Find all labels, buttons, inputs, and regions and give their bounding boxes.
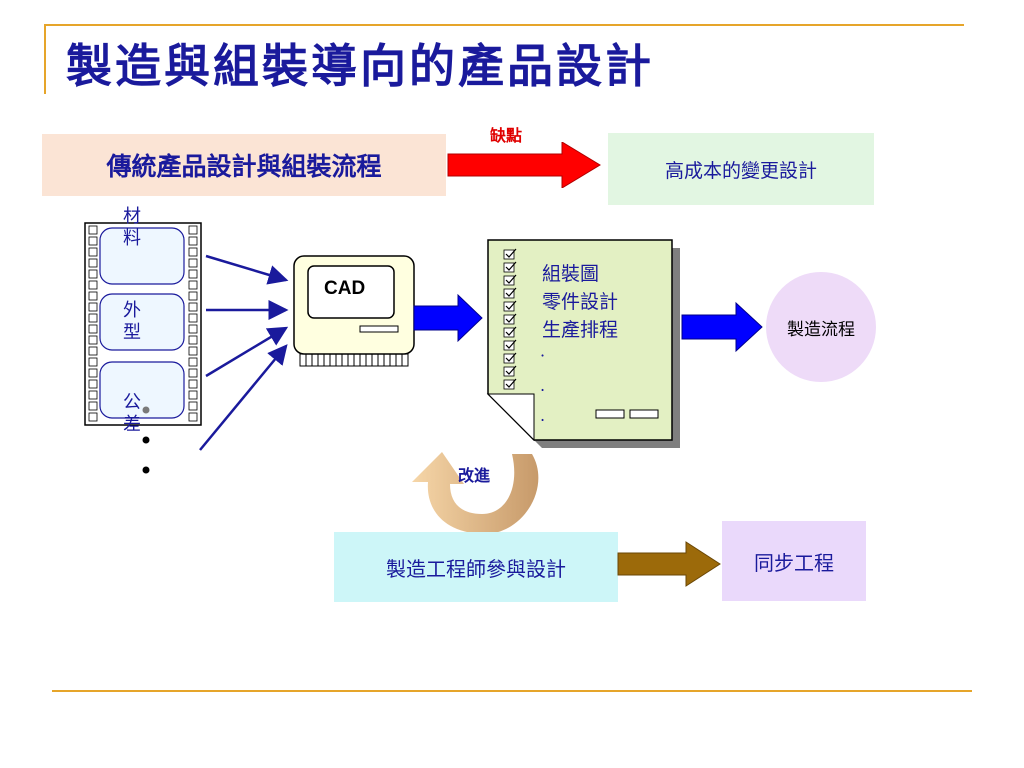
engineer-participation-label: 製造工程師參與設計 — [386, 556, 566, 581]
high-cost-change-label: 高成本的變更設計 — [664, 159, 817, 182]
concurrent-engineering-box: 同步工程 — [722, 521, 866, 601]
improvement-curved-arrow — [412, 452, 539, 535]
blue-arrow-to-document — [413, 293, 483, 343]
engineer-participation-box: 製造工程師參與設計 — [334, 532, 618, 602]
blue-arrow-to-manufacturing — [681, 301, 763, 353]
concurrent-engineering-label: 同步工程 — [754, 550, 834, 575]
cad-label: CAD — [324, 278, 366, 299]
bullet-dots — [142, 406, 150, 474]
document-line-part-design: 零件設計 — [542, 291, 619, 313]
document-line-assembly: 組裝圖 — [542, 263, 600, 285]
film-frame-tolerance: 公 差 — [123, 392, 141, 435]
document-ellipsis: · . . — [540, 346, 546, 425]
improve-label: 改進 — [458, 466, 491, 485]
document-line-schedule: 生產排程 — [542, 319, 619, 341]
film-frame-shape: 外 型 — [123, 300, 141, 343]
cad-computer-icon — [293, 255, 415, 367]
document-lines: 組裝圖 零件設計 生產排程 — [542, 260, 618, 344]
film-frame-material: 材 料 — [123, 206, 141, 249]
film-strip — [84, 222, 202, 426]
title-accent-bar — [44, 26, 46, 94]
high-cost-change-box: 高成本的變更設計 — [608, 133, 874, 205]
drawback-label: 缺點 — [490, 126, 523, 145]
brown-arrow — [617, 541, 721, 587]
traditional-process-box: 傳統產品設計與組裝流程 — [42, 134, 446, 196]
red-arrow — [447, 142, 601, 188]
manufacturing-flow-circle: 製造流程 — [766, 272, 876, 382]
page-title: 製造與組裝導向的產品設計 — [66, 39, 654, 93]
manufacturing-flow-label: 製造流程 — [787, 319, 855, 340]
top-rule — [44, 24, 964, 26]
bottom-rule — [52, 690, 972, 692]
traditional-process-label: 傳統產品設計與組裝流程 — [106, 152, 382, 181]
document-icon — [486, 239, 680, 448]
input-arrows — [199, 254, 289, 451]
